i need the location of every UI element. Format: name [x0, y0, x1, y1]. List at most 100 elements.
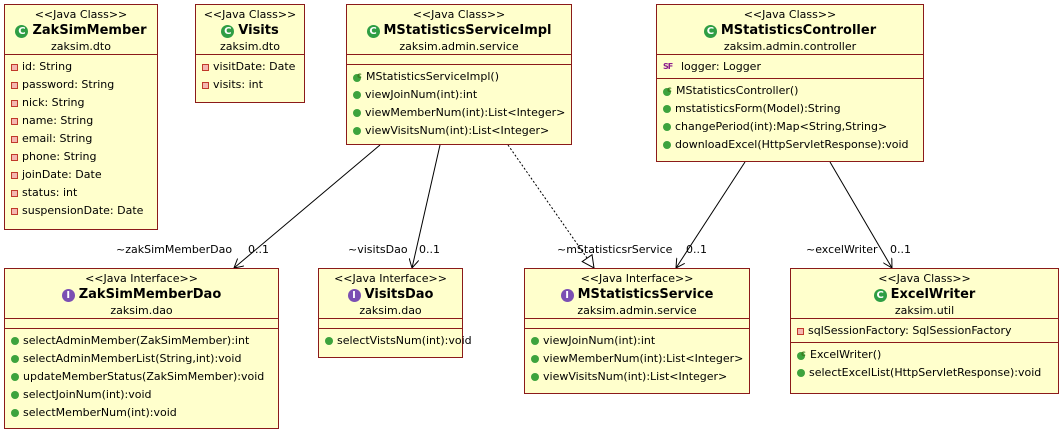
field-row: suspensionDate: Date: [11, 202, 151, 220]
constructor-row: MStatisticsController(): [663, 81, 917, 100]
public-method-icon: [663, 123, 671, 131]
method-text: viewMemberNum(int):List<Integer>: [543, 352, 744, 365]
private-field-icon: [11, 189, 18, 197]
method-row: selectAdminMember(ZakSimMember):int: [11, 332, 272, 350]
public-method-icon: [663, 141, 671, 149]
public-method-icon: [11, 373, 19, 381]
public-method-icon: [353, 109, 361, 117]
class-box-mstatisticscontroller[interactable]: <<Java Class>> C MStatisticsController z…: [656, 4, 924, 162]
method-text: viewMemberNum(int):List<Integer>: [365, 106, 566, 119]
fields-section: id: String password: String nick: String…: [5, 54, 157, 222]
method-row: selectExcelList(HttpServletResponse):voi…: [797, 364, 1052, 382]
field-text: nick: String: [22, 96, 85, 109]
class-icon: C: [15, 24, 29, 38]
interface-box-visitsdao[interactable]: <<Java Interface>> I VisitsDao zaksim.da…: [318, 268, 472, 358]
private-field-icon: [11, 63, 18, 71]
role-label-zaksimmemberdao: ~zakSimMemberDao: [116, 243, 233, 256]
method-text: downloadExcel(HttpServletResponse):void: [675, 138, 909, 151]
package-label: zaksim.admin.service: [399, 40, 519, 53]
constructor-row: MStatisticsServiceImpl(): [353, 67, 565, 86]
package-label: zaksim.dto: [220, 40, 280, 53]
methods-section: viewJoinNum(int):int viewMemberNum(int):…: [525, 328, 749, 388]
private-field-icon: [11, 117, 18, 125]
fields-section: [319, 318, 462, 328]
public-method-icon: [11, 391, 19, 399]
class-name: MStatisticsController: [720, 23, 877, 38]
interface-icon: I: [61, 288, 75, 302]
method-text: selectExcelList(HttpServletResponse):voi…: [809, 366, 1042, 379]
field-text: id: String: [22, 60, 73, 73]
field-text: visitDate: Date: [213, 60, 296, 73]
method-row: viewJoinNum(int):int: [531, 332, 743, 350]
package-label: zaksim.dto: [51, 40, 111, 53]
method-text: updateMemberStatus(ZakSimMember):void: [23, 370, 265, 383]
field-row: name: String: [11, 112, 151, 130]
class-name: Visits: [238, 23, 279, 38]
private-field-icon: [202, 81, 209, 89]
field-text: password: String: [22, 78, 115, 91]
class-icon: C: [366, 24, 380, 38]
fields-section: [525, 318, 749, 328]
method-text: MStatisticsController(): [676, 84, 799, 97]
stereotype-label: <<Java Interface>>: [85, 272, 198, 285]
multiplicity-label-zaksimmemberdao: 0..1: [248, 243, 269, 256]
package-label: zaksim.admin.service: [577, 304, 697, 317]
field-text: sqlSessionFactory: SqlSessionFactory: [808, 324, 1012, 337]
class-box-mstatisticsserviceimpl[interactable]: <<Java Class>> C MStatisticsServiceImpl …: [346, 4, 572, 145]
methods-section: MStatisticsController() mstatisticsForm(…: [657, 78, 923, 156]
class-icon: C: [221, 24, 235, 38]
role-label-mstatisticsservice: ~mStatisticsrService: [557, 243, 673, 256]
class-title: C ExcelWriter: [791, 286, 1058, 304]
method-text: ExcelWriter(): [810, 348, 882, 361]
package-label: zaksim.dao: [359, 304, 422, 317]
field-text: suspensionDate: Date: [22, 204, 144, 217]
role-label-visitsdao: ~visitsDao: [348, 243, 408, 256]
public-method-icon: [11, 409, 19, 417]
association-controller-mstatisticsservice: [676, 161, 746, 268]
class-title: C MStatisticsController: [657, 22, 923, 40]
constructor-icon: [663, 81, 672, 99]
method-row: updateMemberStatus(ZakSimMember):void: [11, 368, 272, 386]
class-box-zaksimmember[interactable]: <<Java Class>> C ZakSimMember zaksim.dto…: [4, 4, 158, 230]
interface-name: VisitsDao: [364, 287, 434, 302]
methods-section: MStatisticsServiceImpl() viewJoinNum(int…: [347, 64, 571, 142]
method-row: viewVisitsNum(int):List<Integer>: [531, 368, 743, 386]
field-text: email: String: [22, 132, 93, 145]
field-row: password: String: [11, 76, 151, 94]
field-text: name: String: [22, 114, 94, 127]
class-box-excelwriter[interactable]: <<Java Class>> C ExcelWriter zaksim.util…: [790, 268, 1059, 394]
methods-section: selectVistsNum(int):void: [319, 328, 472, 352]
public-method-icon: [325, 337, 333, 345]
method-row: viewMemberNum(int):List<Integer>: [531, 350, 743, 368]
public-method-icon: [663, 105, 671, 113]
association-serviceimpl-zaksimmemberdao: [234, 144, 381, 268]
public-method-icon: [797, 369, 805, 377]
field-row: phone: String: [11, 148, 151, 166]
field-row: status: int: [11, 184, 151, 202]
private-field-icon: [11, 153, 18, 161]
method-row: viewVisitsNum(int):List<Integer>: [353, 122, 565, 140]
public-method-icon: [353, 127, 361, 135]
interface-title: I VisitsDao: [319, 286, 462, 304]
interface-title: I MStatisticsService: [525, 286, 749, 304]
field-row: visits: int: [202, 76, 298, 94]
method-row: viewMemberNum(int):List<Integer>: [353, 104, 565, 122]
method-row: changePeriod(int):Map<String,String>: [663, 118, 917, 136]
package-label: zaksim.util: [894, 304, 955, 317]
methods-section: selectAdminMember(ZakSimMember):int sele…: [5, 328, 278, 424]
multiplicity-label-visitsdao: 0..1: [419, 243, 440, 256]
class-name: ExcelWriter: [890, 287, 976, 302]
public-method-icon: [531, 355, 539, 363]
interface-box-mstatisticsservice[interactable]: <<Java Interface>> I MStatisticsService …: [524, 268, 750, 394]
stereotype-label: <<Java Class>>: [743, 8, 837, 21]
public-method-icon: [11, 355, 19, 363]
method-row: selectVistsNum(int):void: [325, 332, 472, 350]
stereotype-label: <<Java Class>>: [34, 8, 128, 21]
interface-box-zaksimmemberdao[interactable]: <<Java Interface>> I ZakSimMemberDao zak…: [4, 268, 279, 429]
private-field-icon: [11, 135, 18, 143]
field-row: nick: String: [11, 94, 151, 112]
constructor-icon: [353, 67, 362, 85]
class-box-visits[interactable]: <<Java Class>> C Visits zaksim.dto visit…: [195, 4, 305, 103]
method-text: selectAdminMember(ZakSimMember):int: [23, 334, 250, 347]
